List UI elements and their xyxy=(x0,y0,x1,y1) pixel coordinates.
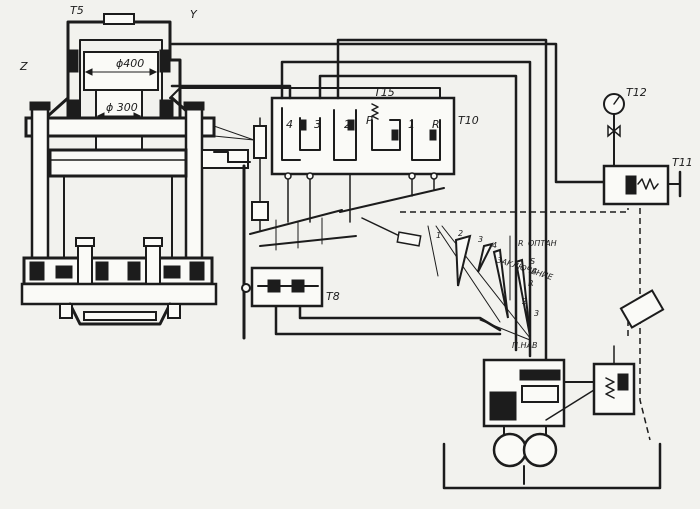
lever-linkage xyxy=(249,187,445,251)
pressure-gauge-t12 xyxy=(603,93,625,167)
crosshead xyxy=(48,148,188,178)
label-t10: T10 xyxy=(458,114,479,127)
scale-label-4: 4 xyxy=(532,267,537,276)
valve-label-r: R xyxy=(432,118,440,131)
valve-t11 xyxy=(602,164,682,206)
scale-label-r2: R xyxy=(528,279,534,288)
press-frame xyxy=(20,13,249,326)
scale-label-3: 3 xyxy=(534,309,539,318)
scale-label-r1: R xyxy=(518,239,524,248)
label-t5: T5 xyxy=(70,4,84,17)
scale-label-2: 2 xyxy=(522,297,527,306)
valve-t8 xyxy=(241,266,324,308)
label-t12: T12 xyxy=(626,86,647,99)
pump-gear-right xyxy=(522,432,558,468)
cam-label-4: 4 xyxy=(492,241,497,250)
scale-label-s: S xyxy=(530,257,535,266)
cam-label-2: 2 xyxy=(458,229,463,238)
labels: T5 Y Z ϕ400 ϕ 300 T15 T10 T12 T11 T8 4 3… xyxy=(19,4,693,350)
valve-label-p: P xyxy=(366,114,373,127)
pump-gear-left xyxy=(492,432,528,468)
oil-tank xyxy=(442,442,662,490)
cam-label-3: 3 xyxy=(478,235,483,244)
stroke-rod xyxy=(213,117,269,340)
label-dia-400: ϕ400 xyxy=(116,57,144,70)
label-z: Z xyxy=(19,60,28,73)
label-y: Y xyxy=(190,8,198,21)
pipe-lines xyxy=(169,38,651,441)
scale-text-1: ОПТАН xyxy=(528,239,557,248)
valve-label-1: 1 xyxy=(408,118,415,131)
label-t8: T8 xyxy=(326,290,340,303)
valve-label-2: 2 xyxy=(344,118,351,131)
cylinder-cap xyxy=(103,13,135,25)
cam-program xyxy=(427,225,531,341)
pump-unit xyxy=(482,289,665,485)
piston-400 xyxy=(83,51,159,91)
label-t15: T15 xyxy=(374,86,395,99)
scale-text-3: П.НАВ xyxy=(512,341,538,350)
label-dia-300: ϕ 300 xyxy=(106,101,138,114)
cam-label-1: 1 xyxy=(436,231,441,240)
bolster xyxy=(22,256,214,286)
valve-label-3: 3 xyxy=(314,118,321,131)
valve-block-t10 xyxy=(270,96,456,223)
valve-label-4: 4 xyxy=(286,118,293,131)
label-t11: T11 xyxy=(672,156,693,169)
